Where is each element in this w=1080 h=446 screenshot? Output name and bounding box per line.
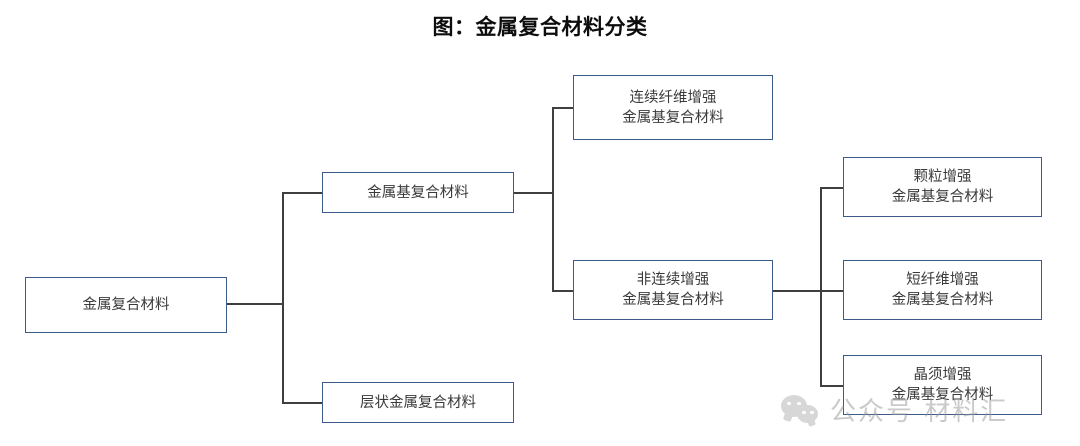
node-particle-reinforced-label: 颗粒增强 金属基复合材料	[891, 169, 994, 205]
node-continuous-fiber-reinforced[interactable]: 连续纤维增强 金属基复合材料	[573, 75, 773, 140]
edge-trunk2-to-discontinuous	[552, 290, 574, 292]
node-laminated-metal-composite[interactable]: 层状金属复合材料	[322, 382, 514, 423]
edge-trunk3-to-whisker	[820, 385, 843, 387]
edge-trunk1-to-laminated	[282, 402, 323, 404]
page-title: 图：金属复合材料分类	[432, 14, 648, 39]
edge-discontinuous-to-trunk3	[773, 290, 843, 292]
node-root[interactable]: 金属复合材料	[25, 277, 227, 333]
node-metal-matrix-composite-label: 金属基复合材料	[367, 184, 469, 201]
node-particle-reinforced[interactable]: 颗粒增强 金属基复合材料	[843, 157, 1042, 217]
edge-trunk2-vertical	[552, 107, 554, 291]
node-whisker-reinforced-label: 晶须增强 金属基复合材料	[891, 367, 994, 403]
node-laminated-metal-composite-label: 层状金属复合材料	[360, 394, 476, 411]
edge-root-to-trunk1	[227, 303, 283, 305]
edge-trunk3-to-shortfiber	[820, 290, 843, 292]
edge-trunk3-vertical	[820, 187, 822, 386]
wechat-icon	[781, 394, 821, 425]
node-short-fiber-reinforced[interactable]: 短纤维增强 金属基复合材料	[843, 260, 1042, 320]
node-whisker-reinforced[interactable]: 晶须增强 金属基复合材料	[843, 355, 1042, 415]
node-metal-matrix-composite[interactable]: 金属基复合材料	[322, 172, 514, 213]
node-discontinuous-reinforced-label: 非连续增强 金属基复合材料	[622, 272, 724, 308]
node-discontinuous-reinforced[interactable]: 非连续增强 金属基复合材料	[573, 260, 773, 320]
edge-trunk3-to-particle	[820, 187, 843, 189]
edge-mmc-to-trunk2	[514, 192, 553, 194]
edge-trunk2-to-continuous	[552, 107, 574, 109]
edge-trunk1-to-mmc	[282, 192, 323, 194]
node-root-label: 金属复合材料	[82, 297, 170, 313]
node-short-fiber-reinforced-label: 短纤维增强 金属基复合材料	[891, 272, 994, 308]
node-continuous-fiber-reinforced-label: 连续纤维增强 金属基复合材料	[622, 89, 724, 126]
edge-trunk1-vertical	[282, 192, 284, 404]
